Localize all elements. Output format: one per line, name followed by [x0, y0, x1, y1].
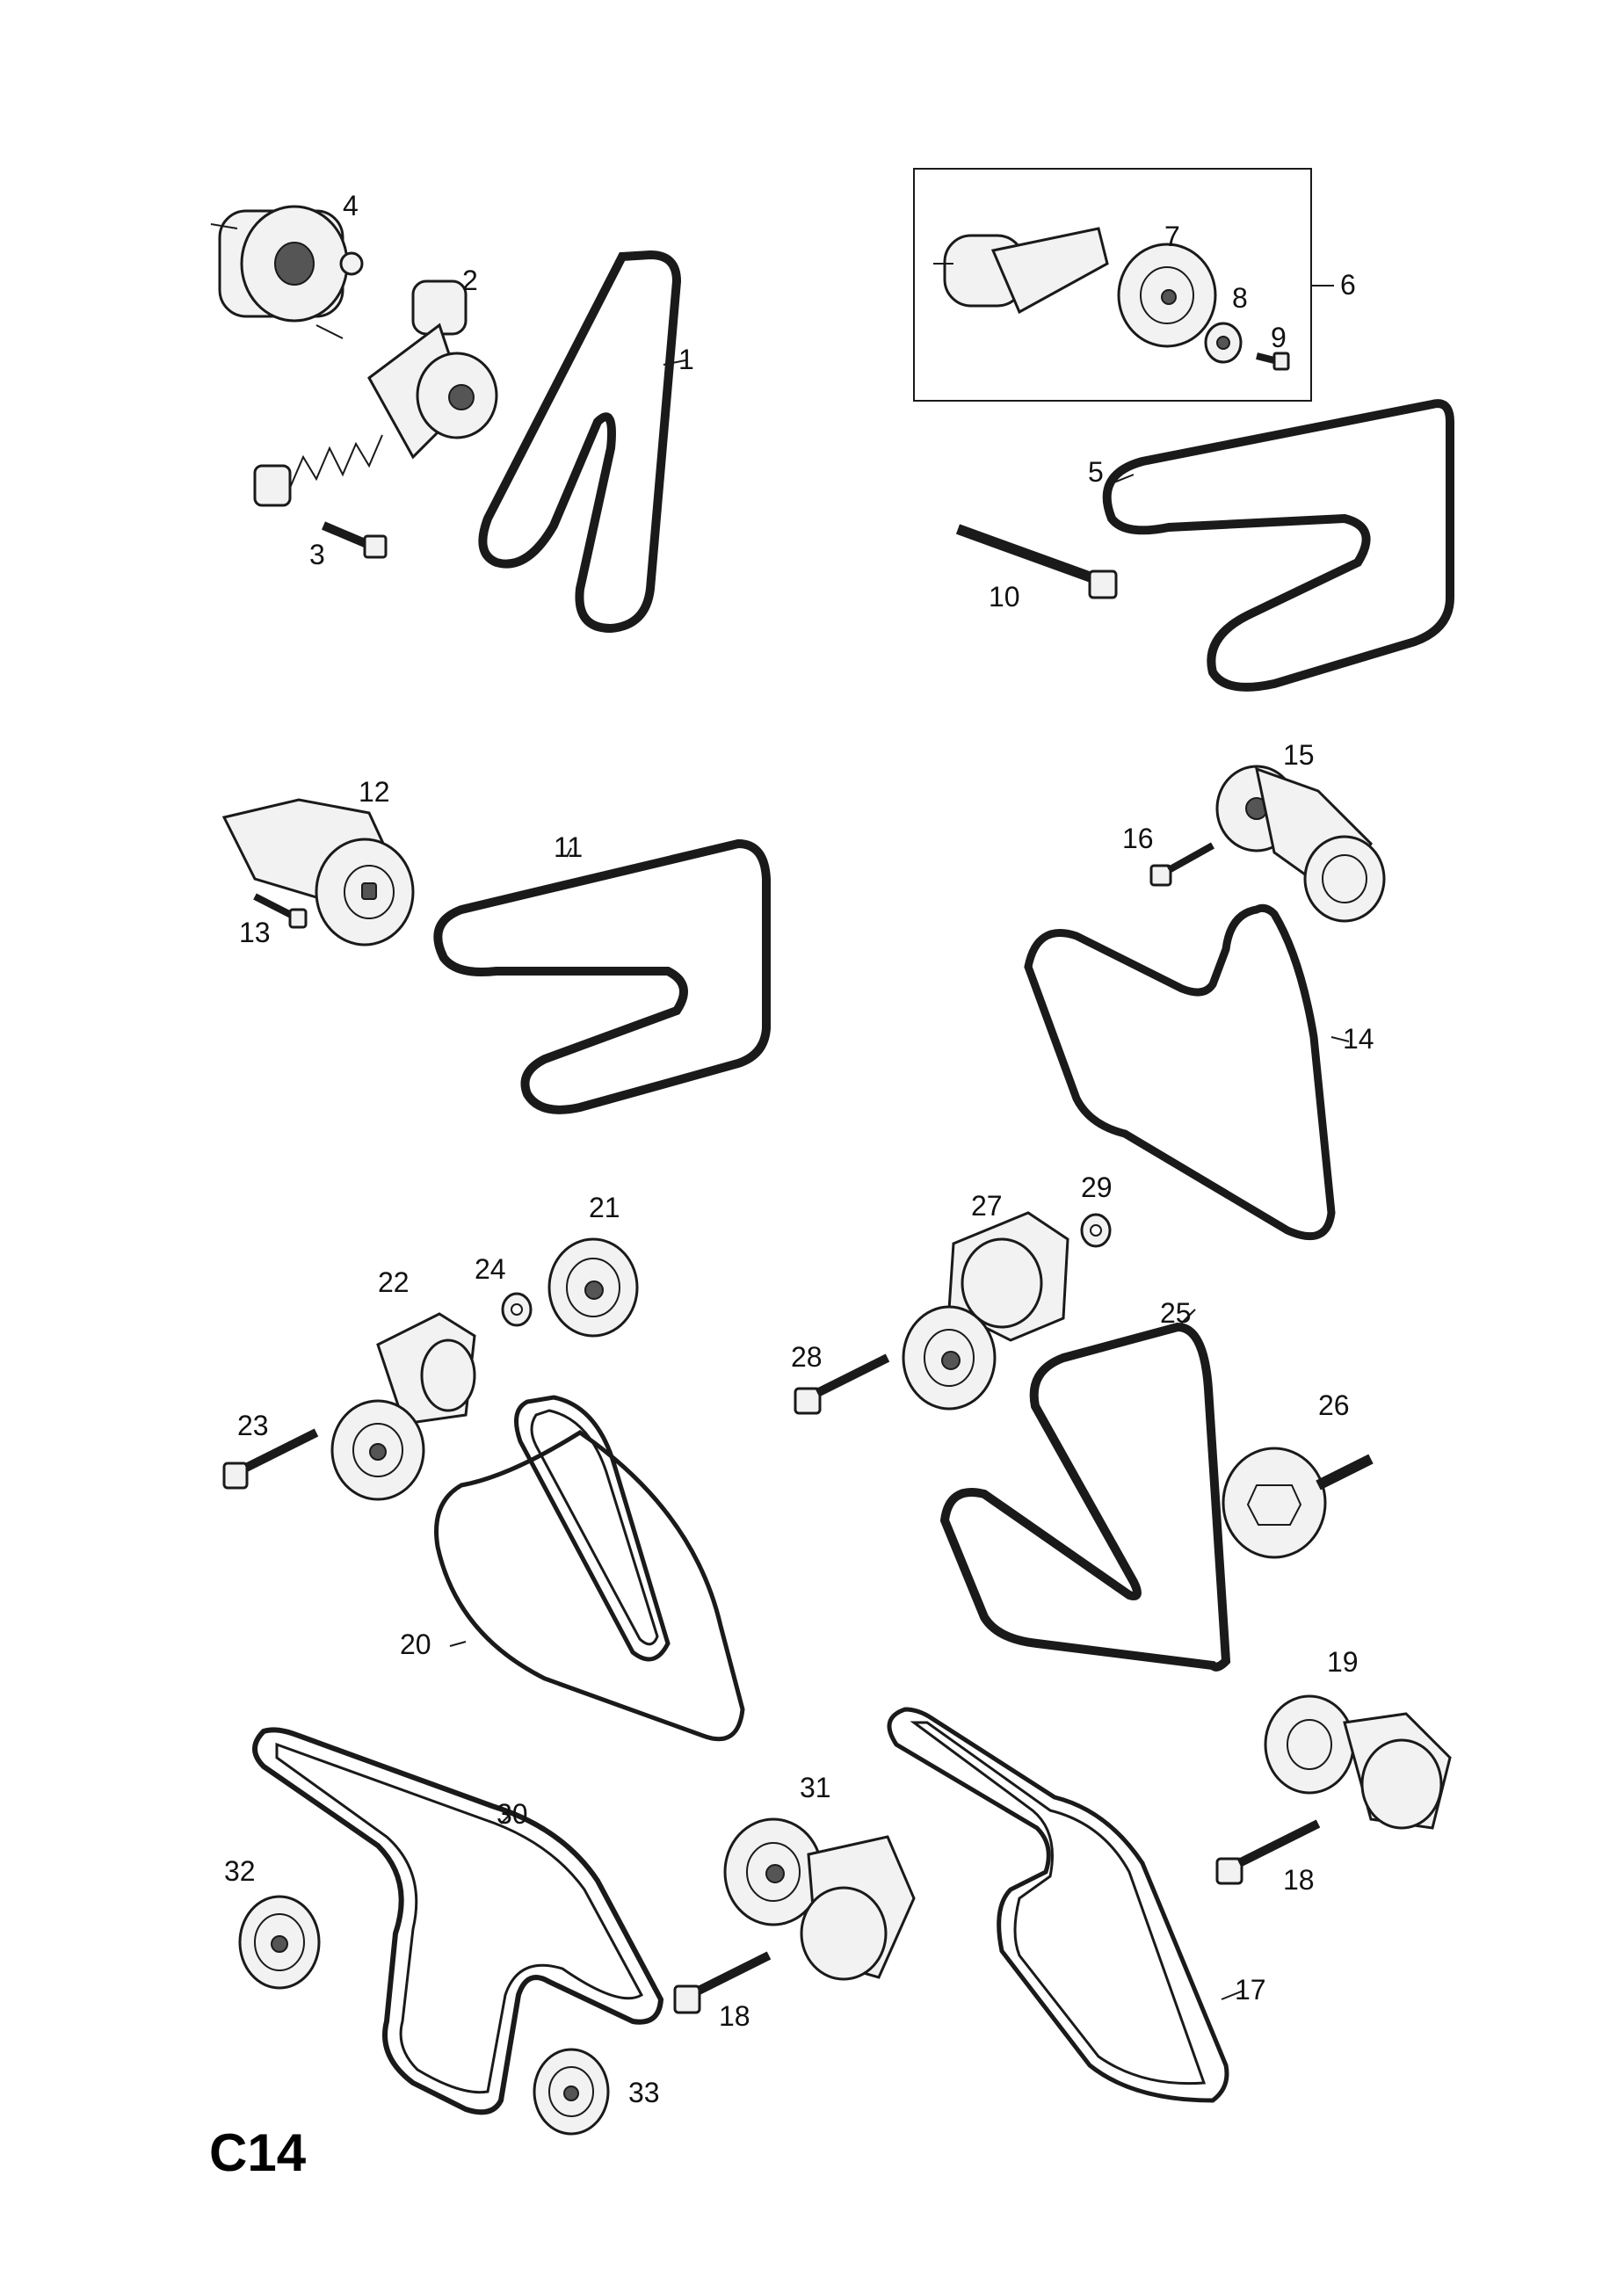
callout-21: 21	[589, 1192, 620, 1223]
belt-14	[1024, 903, 1336, 1241]
callout-12: 12	[359, 776, 390, 808]
callout-28: 28	[791, 1341, 823, 1373]
belt-25	[939, 1322, 1231, 1672]
callout-16: 16	[1122, 823, 1154, 854]
tensioner-27	[902, 1211, 1069, 1411]
callout-19: 19	[1327, 1646, 1359, 1678]
bolt-10	[955, 524, 1118, 599]
callout-22: 22	[378, 1266, 410, 1298]
tensioner-pulley-4	[210, 205, 364, 339]
bolt-13	[253, 893, 308, 929]
spring-tensioner-2	[253, 279, 498, 507]
callouts: 4 2 1 3 7 8 9 6 5 10 15 12 11 16 13 14 2…	[209, 190, 1374, 2182]
nut-29	[1080, 1213, 1112, 1248]
belt-1	[478, 250, 682, 634]
belt-20	[434, 1395, 745, 1742]
callout-13: 13	[239, 917, 271, 948]
tensioner-22	[330, 1312, 476, 1501]
belt-11	[433, 838, 771, 1114]
tensioner-31	[723, 1817, 916, 1981]
callout-31: 31	[800, 1772, 831, 1803]
belt-5	[1102, 399, 1454, 692]
bolt-18-middle	[673, 1951, 772, 2014]
nut-24	[501, 1292, 533, 1327]
tensioner-15	[1215, 765, 1386, 923]
callout-25: 25	[1160, 1297, 1192, 1329]
pulley-33	[533, 2048, 610, 2136]
callout-6: 6	[1340, 269, 1356, 301]
leader-lines	[449, 359, 1350, 2000]
pulley-32	[238, 1895, 321, 1990]
belt-17	[887, 1707, 1229, 2103]
idler-pulley-26	[1222, 1447, 1374, 1559]
callout-18-middle: 18	[719, 2000, 750, 2032]
bolt-3	[322, 521, 388, 559]
callout-18-right: 18	[1283, 1864, 1315, 1896]
tensioner-19	[1264, 1694, 1452, 1830]
callout-1: 1	[678, 344, 694, 375]
callout-29: 29	[1081, 1172, 1113, 1203]
callout-14: 14	[1343, 1023, 1374, 1055]
bolt-23	[222, 1428, 319, 1490]
callout-3: 3	[309, 539, 325, 570]
callout-27: 27	[971, 1190, 1003, 1222]
idler-pulley-21	[547, 1237, 639, 1338]
callout-2: 2	[462, 265, 478, 296]
callout-7: 7	[1164, 221, 1180, 252]
callout-10: 10	[989, 581, 1020, 613]
callout-5: 5	[1088, 456, 1104, 488]
callout-4: 4	[343, 190, 359, 221]
diagram-code: C14	[209, 2123, 307, 2182]
callout-32: 32	[224, 1855, 256, 1887]
callout-26: 26	[1318, 1389, 1350, 1421]
callout-9: 9	[1271, 322, 1287, 353]
tensioner-12	[221, 798, 415, 947]
callout-24: 24	[475, 1253, 506, 1285]
callout-11: 11	[554, 831, 583, 863]
callout-15: 15	[1283, 739, 1315, 771]
bolt-18-right	[1215, 1819, 1321, 1885]
callout-17: 17	[1235, 1974, 1266, 2006]
callout-33: 33	[628, 2077, 660, 2108]
bolt-16	[1149, 842, 1214, 887]
callout-30: 30	[497, 1798, 528, 1830]
bolt-28	[794, 1353, 890, 1415]
tensioner-kit-6	[913, 168, 1334, 402]
belt-30	[252, 1727, 664, 2115]
callout-20: 20	[400, 1629, 431, 1660]
callout-8: 8	[1232, 282, 1248, 314]
callout-23: 23	[237, 1410, 269, 1441]
